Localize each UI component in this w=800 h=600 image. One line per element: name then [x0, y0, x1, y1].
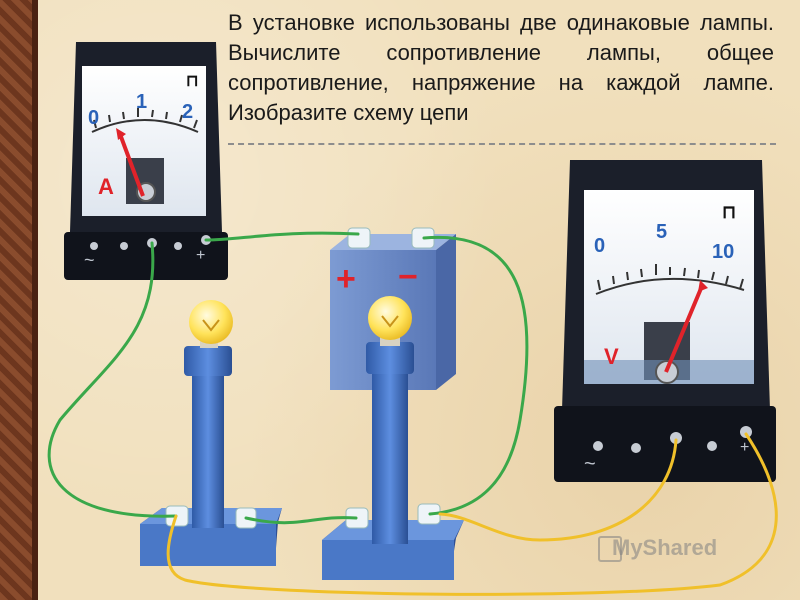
wire-ammeter-lamp1 [47, 241, 178, 518]
lamp-1-base [140, 524, 276, 566]
voltmeter-needle [664, 285, 704, 373]
ammeter-symbol: ⊓ [186, 73, 198, 90]
ammeter: 0 1 2 ⊓ A ~ + [64, 42, 228, 280]
voltmeter-plus-label: + [740, 439, 749, 456]
lamp-2-stand [372, 364, 408, 544]
ammeter-letter: A [98, 174, 114, 199]
wires [47, 231, 778, 596]
lamp-1-bulb [189, 300, 233, 344]
ammeter-scale-2: 2 [182, 101, 193, 123]
wire-battery-lamp2 [422, 235, 529, 516]
voltmeter-base [554, 406, 776, 482]
ammeter-base [64, 232, 228, 280]
battery-terminal-plus [347, 227, 371, 249]
battery-plus-sign: + [336, 260, 356, 298]
wire-voltmeter-lamp1 [166, 432, 778, 596]
ammeter-plus-label: + [196, 247, 205, 264]
voltmeter-minus-label: ~ [584, 453, 596, 475]
lamp-2 [322, 296, 464, 580]
decorative-border [0, 0, 32, 600]
voltmeter: 0 5 10 ⊓ V ~ + [554, 160, 776, 482]
ammeter-scale-1: 1 [136, 91, 147, 113]
voltmeter-scale-10: 10 [712, 241, 734, 263]
ammeter-scale-0: 0 [88, 107, 99, 129]
lamp-1-stand [192, 364, 224, 528]
watermark: MyShared [612, 535, 718, 560]
voltmeter-symbol: ⊓ [722, 202, 736, 222]
voltmeter-scale-5: 5 [656, 221, 667, 243]
wire-ammeter-battery [204, 231, 360, 242]
lamp-1 [140, 300, 282, 566]
ammeter-needle [118, 133, 145, 197]
decorative-border-edge [32, 0, 38, 600]
wire-lamp1-lamp2 [244, 516, 358, 525]
lamp-2-base [322, 540, 454, 580]
battery-minus-sign: − [398, 258, 418, 296]
watermark-icon [598, 536, 622, 562]
divider [228, 143, 776, 145]
voltmeter-scale-ticks [597, 264, 744, 291]
ammeter-scale-ticks [93, 108, 198, 129]
wire-voltmeter-lamp2 [438, 438, 678, 542]
task-text: В установке использованы две одинаковые … [228, 10, 774, 125]
voltmeter-terminals [593, 426, 752, 453]
lamp-2-bulb [368, 296, 412, 340]
voltmeter-scale-0: 0 [594, 235, 605, 257]
voltmeter-letter: V [604, 344, 619, 369]
ammeter-minus-label: ~ [84, 250, 95, 270]
